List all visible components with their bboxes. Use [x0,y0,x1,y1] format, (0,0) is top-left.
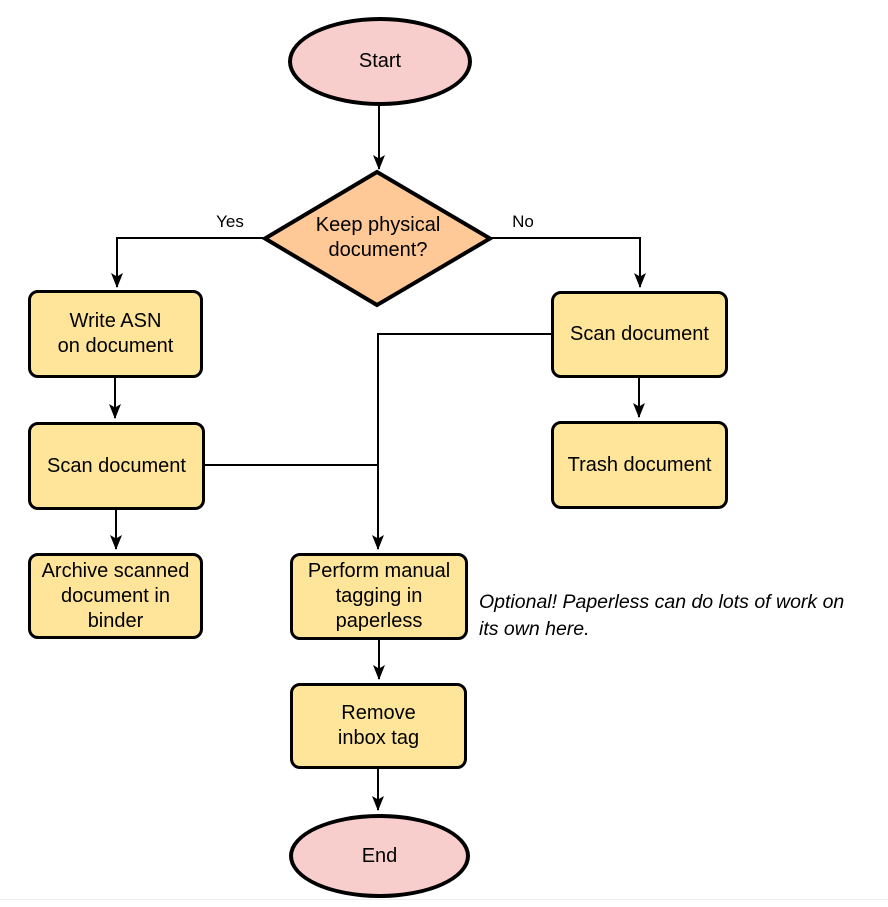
optional-note: Optional! Paperless can do lots of work … [479,591,845,640]
process-remove-inbox-tag: Remove inbox tag [290,683,467,769]
page-bottom-rule [0,899,888,900]
decision-keep-physical-document: Keep physical document? [315,214,441,261]
process-write-asn: Write ASN on document [28,290,203,378]
process-trash-document: Trash document [551,421,728,509]
process-scan-document-right: Scan document [551,291,728,378]
edge-label-no: No [493,212,553,232]
edge-decision-scan-right [490,237,646,288]
end-terminator: End [289,814,470,898]
edge-label-yes: Yes [200,212,260,232]
process-manual-tagging: Perform manual tagging in paperless [290,553,468,640]
edge-scan-right-tagging [372,333,551,550]
edge-decision-write-asn [111,237,265,288]
process-archive-document: Archive scanned document in binder [28,553,203,639]
process-scan-document-left: Scan document [28,422,205,510]
start-terminator: Start [288,17,472,106]
decision-shape [261,169,494,308]
